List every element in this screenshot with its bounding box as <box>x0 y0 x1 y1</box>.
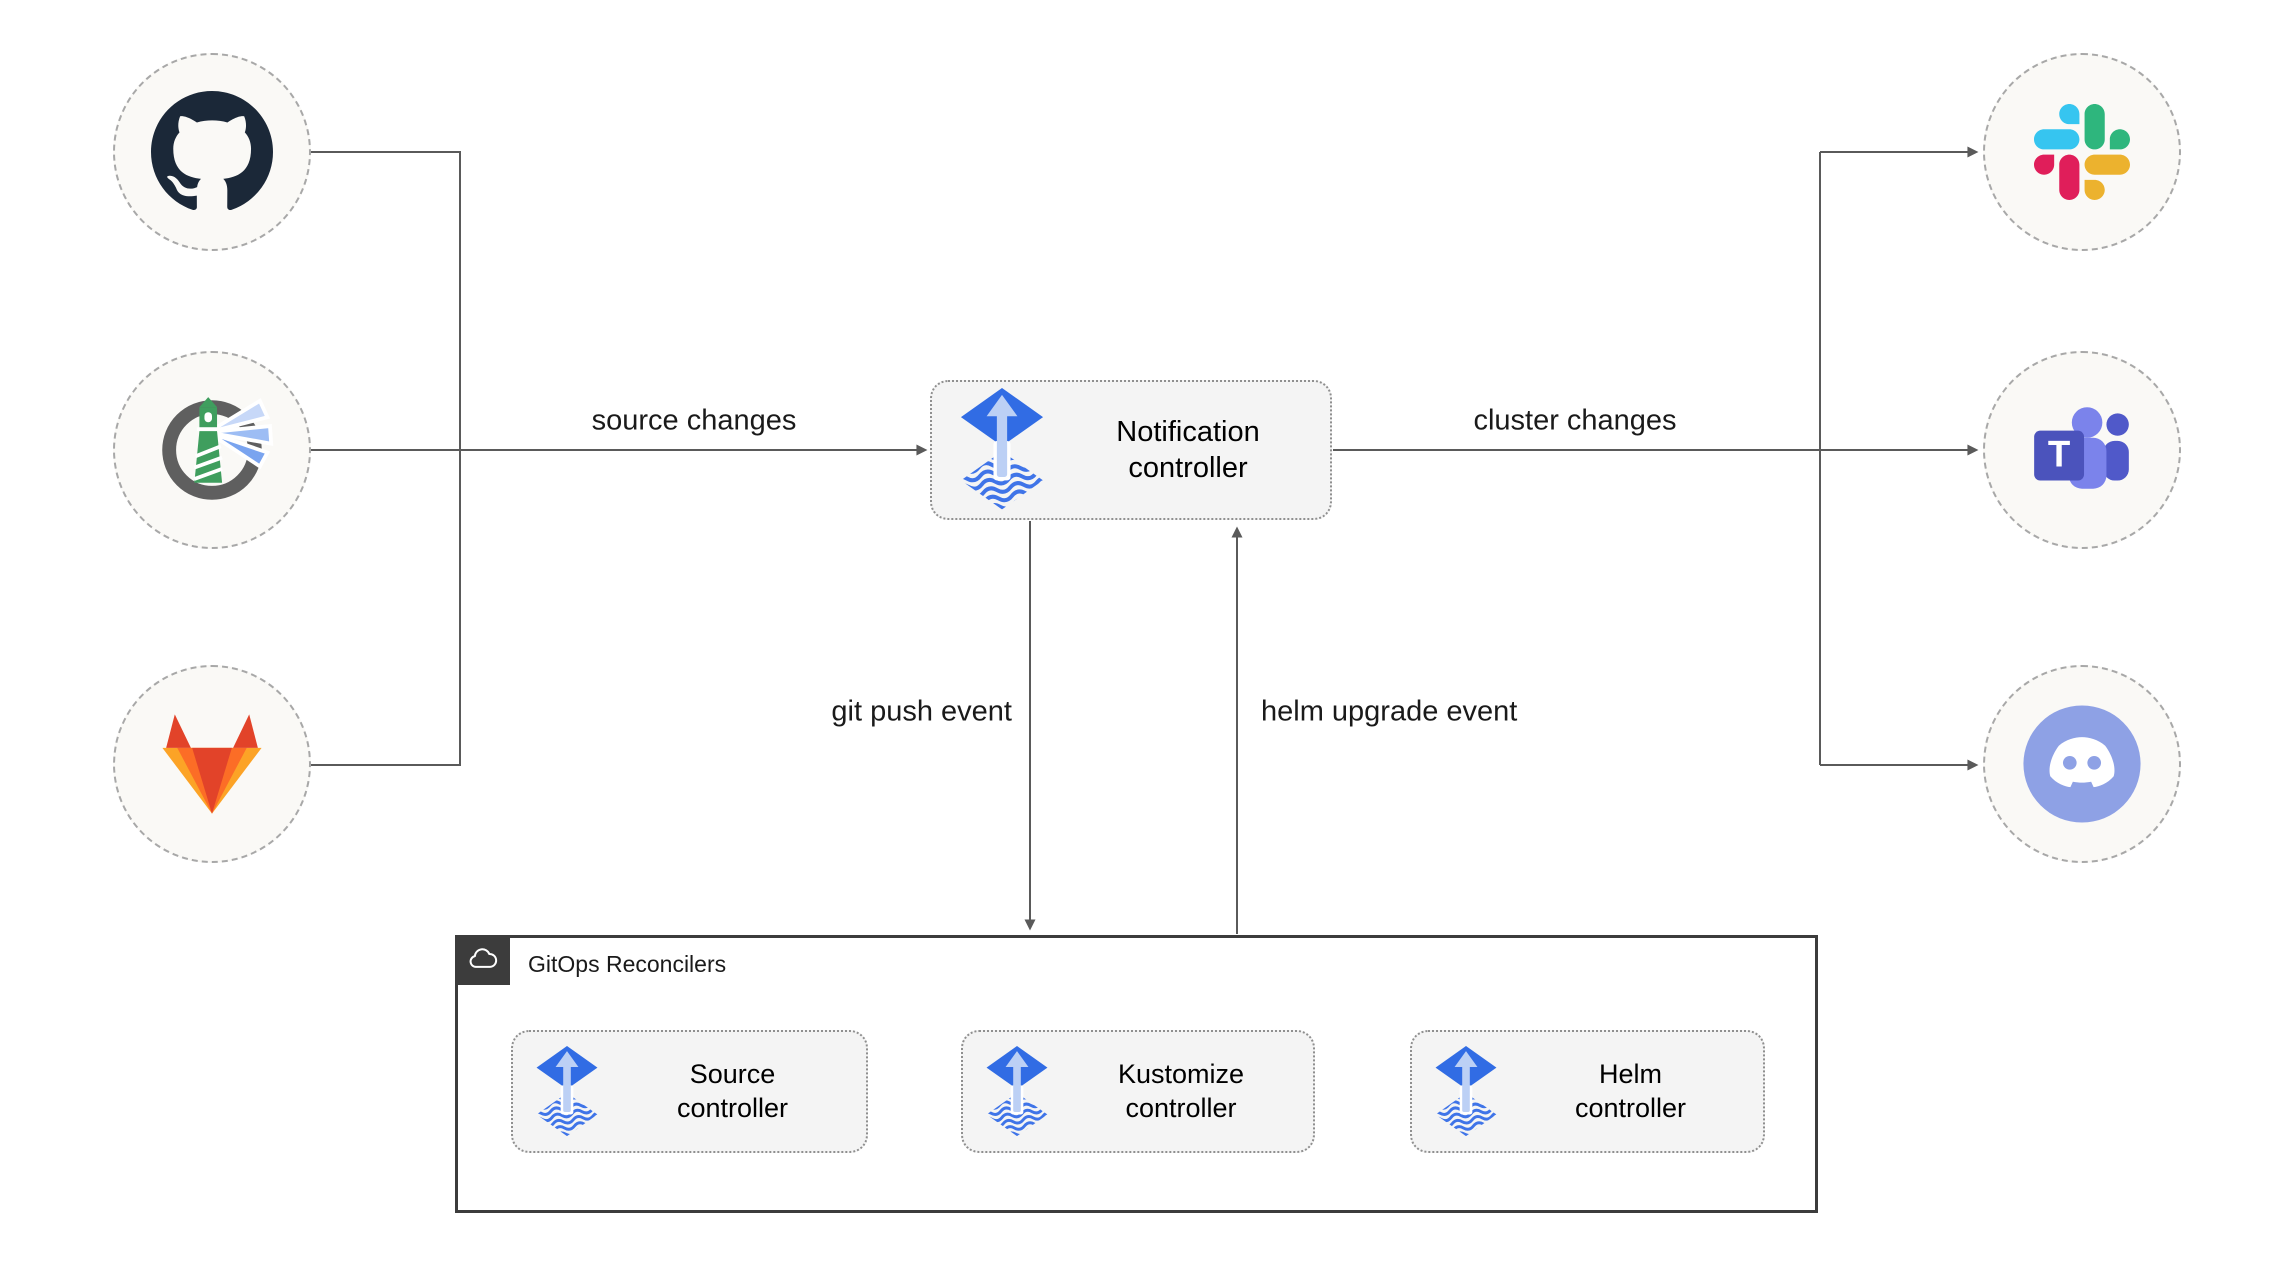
flux-icon <box>985 1046 1049 1138</box>
edge-label-helm-upgrade-event: helm upgrade event <box>1261 695 1518 728</box>
edge-label-git-push-event: git push event <box>831 695 1012 728</box>
gitops-reconcilers-group: GitOps Reconcilers Source controller Kus… <box>455 935 1818 1213</box>
node-harbor <box>113 351 311 549</box>
flux-icon <box>958 388 1046 512</box>
node-discord <box>1983 665 2181 863</box>
gitlab-icon <box>162 714 262 814</box>
github-icon <box>151 91 273 210</box>
kustomize-controller-label: Kustomize controller <box>1117 1058 1245 1123</box>
left-bus-line <box>311 151 461 766</box>
notification-controller-label: Notification controller <box>1116 415 1260 484</box>
node-notification-controller: Notification controller <box>930 380 1332 520</box>
helm-controller-label: Helm controller <box>1574 1058 1687 1123</box>
node-kustomize-controller: Kustomize controller <box>961 1030 1315 1153</box>
node-helm-controller: Helm controller <box>1410 1030 1765 1153</box>
node-source-controller: Source controller <box>511 1030 868 1153</box>
cloud-icon <box>468 948 497 969</box>
node-slack <box>1983 53 2181 251</box>
node-teams <box>1983 351 2181 549</box>
source-controller-label: Source controller <box>676 1058 789 1123</box>
flux-icon <box>1434 1046 1498 1138</box>
node-gitlab <box>113 665 311 863</box>
flux-icon <box>535 1046 599 1138</box>
edge-label-source-changes: source changes <box>591 404 797 437</box>
edge-label-cluster-changes: cluster changes <box>1473 404 1677 437</box>
group-label: GitOps Reconcilers <box>528 951 727 977</box>
discord-icon <box>2023 705 2141 823</box>
group-badge <box>455 935 510 985</box>
slack-icon <box>2034 104 2130 200</box>
node-github <box>113 53 311 251</box>
microsoft-teams-icon <box>2034 407 2129 489</box>
harbor-icon <box>149 387 275 513</box>
